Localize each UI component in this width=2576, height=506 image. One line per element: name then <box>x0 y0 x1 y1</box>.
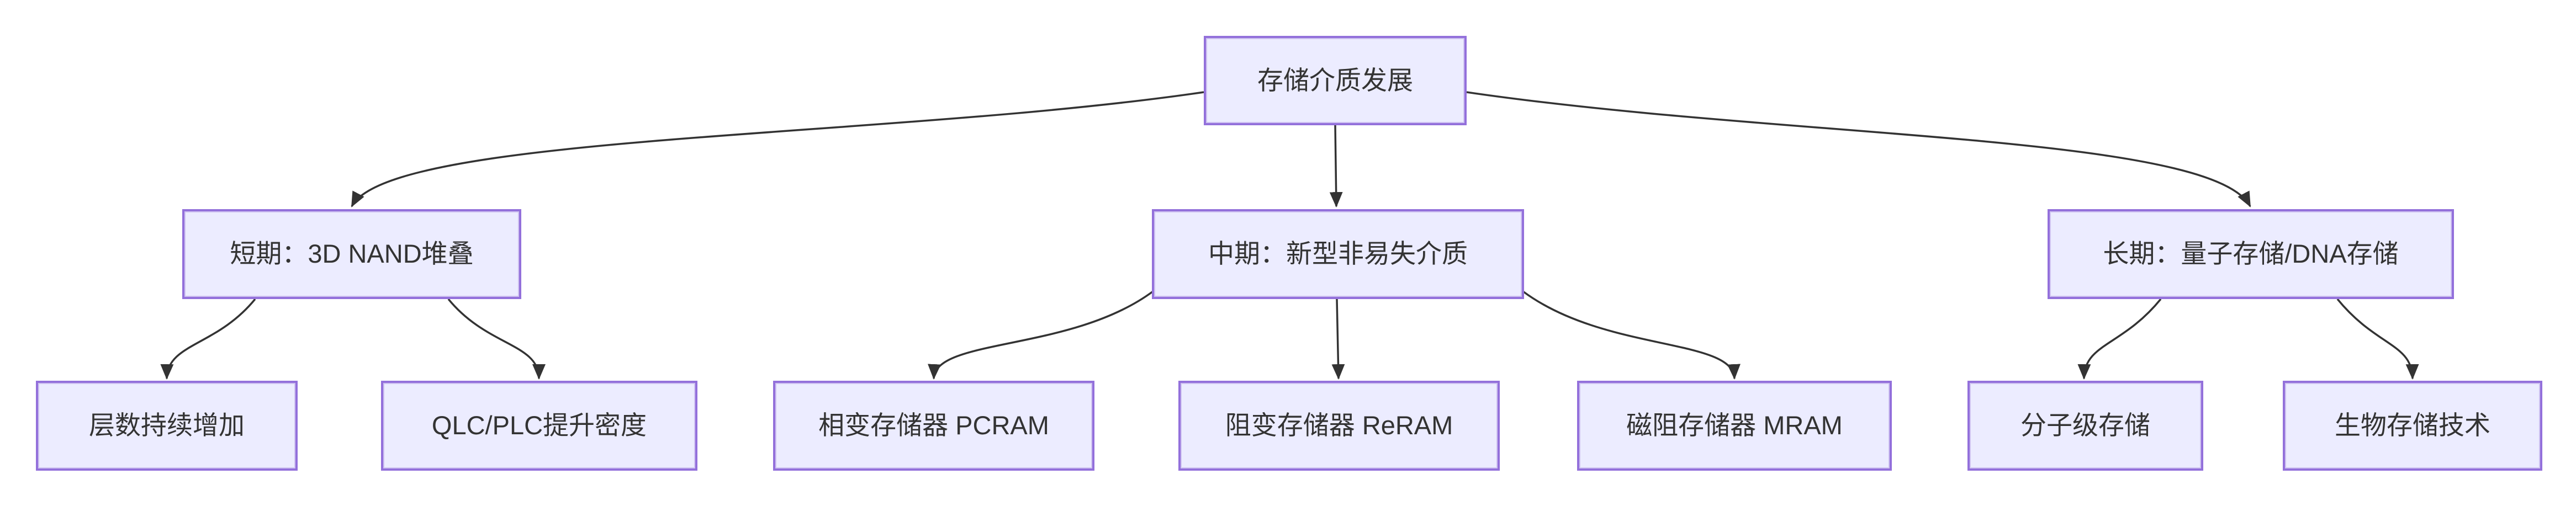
node-mram: 磁阻存储器 MRAM <box>1577 381 1892 471</box>
node-qlc-plc: QLC/PLC提升密度 <box>381 381 697 471</box>
node-layers-label: 层数持续增加 <box>89 411 245 440</box>
node-mram-label: 磁阻存储器 MRAM <box>1626 411 1843 440</box>
node-layers: 层数持续增加 <box>36 381 298 471</box>
node-bio: 生物存储技术 <box>2283 381 2542 471</box>
edge-root-to-long-term <box>1466 91 2251 207</box>
edge-long-term-to-bio <box>2336 298 2419 380</box>
edge-short-term-to-qlc-plc <box>447 298 546 380</box>
node-long-term: 长期：量子存储/DNA存储 <box>2048 209 2454 299</box>
node-root-label: 存储介质发展 <box>1257 65 1413 95</box>
node-pcram: 相变存储器 PCRAM <box>773 381 1094 471</box>
edge-mid-term-to-pcram <box>928 290 1154 380</box>
edge-root-to-short-term <box>351 91 1204 207</box>
node-short-term: 短期：3D NAND堆叠 <box>182 209 521 299</box>
edge-mid-term-to-reram <box>1331 299 1345 380</box>
node-reram: 阻变存储器 ReRAM <box>1178 381 1500 471</box>
edge-long-term-to-molecular <box>2077 298 2162 380</box>
node-pcram-label: 相变存储器 PCRAM <box>818 411 1049 440</box>
node-root: 存储介质发展 <box>1204 36 1467 125</box>
node-long-term-label: 长期：量子存储/DNA存储 <box>2103 239 2399 269</box>
node-reram-label: 阻变存储器 ReRAM <box>1225 411 1453 440</box>
node-molecular-label: 分子级存储 <box>2020 411 2150 440</box>
node-short-term-label: 短期：3D NAND堆叠 <box>230 239 474 269</box>
node-qlc-plc-label: QLC/PLC提升密度 <box>431 411 647 440</box>
node-molecular: 分子级存储 <box>1967 381 2203 471</box>
node-mid-term: 中期：新型非易失介质 <box>1152 209 1524 299</box>
edge-short-term-to-layers <box>160 298 256 380</box>
node-bio-label: 生物存储技术 <box>2335 411 2490 440</box>
edge-mid-term-to-mram <box>1522 290 1741 380</box>
node-mid-term-label: 中期：新型非易失介质 <box>1208 239 1468 269</box>
edge-root-to-mid-term <box>1329 125 1343 207</box>
